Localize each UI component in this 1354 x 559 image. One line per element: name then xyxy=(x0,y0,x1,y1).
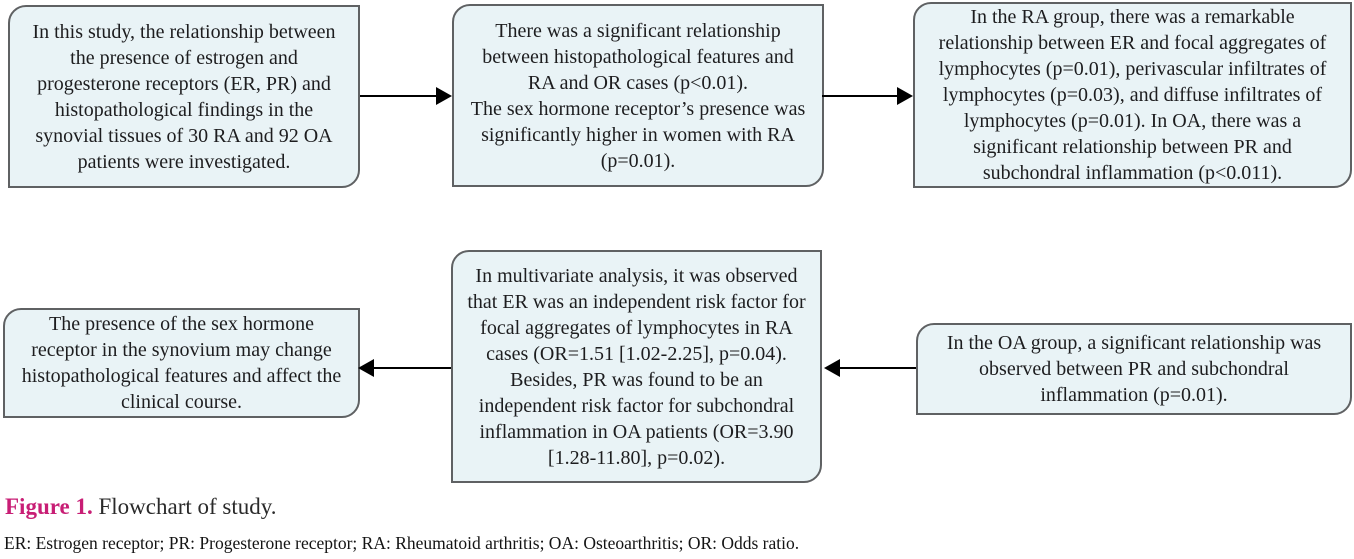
flowchart-box-text: In multivariate analysis, it was observe… xyxy=(467,264,806,469)
flowchart-box-multivariate-analysis: In multivariate analysis, it was observe… xyxy=(451,250,822,483)
arrow-head xyxy=(436,87,452,105)
flowchart-box-text: In the RA group, there was a remarkable … xyxy=(938,6,1327,184)
flowchart-box-oa-group-findings: In the OA group, a significant relations… xyxy=(916,323,1352,415)
flowchart-box-text: In this study, the relationship between … xyxy=(32,20,336,173)
flowchart-box-ra-group-findings: In the RA group, there was a remarkable … xyxy=(913,2,1352,188)
flowchart-box-text: In the OA group, a significant relations… xyxy=(946,332,1322,406)
arrow-shaft xyxy=(370,367,451,369)
flowchart-box-text: The sex hormone receptor’s presence was … xyxy=(470,97,806,172)
figure-footnote: ER: Estrogen receptor; PR: Progesterone … xyxy=(4,533,800,553)
flowchart-box-conclusion: The presence of the sex hormone receptor… xyxy=(3,308,360,418)
figure-caption: Figure 1. Flowchart of study. xyxy=(5,494,277,520)
flowchart-box-text: The presence of the sex hormone receptor… xyxy=(21,313,342,413)
figure-title: Flowchart of study. xyxy=(98,494,277,519)
arrow-shaft xyxy=(836,367,916,369)
arrow-shaft xyxy=(360,95,440,97)
flowchart-box-study-intro: In this study, the relationship between … xyxy=(8,5,360,188)
figure-label: Figure 1. xyxy=(5,494,93,519)
flowchart-box-histopathology-relationship: There was a significant relationship bet… xyxy=(452,4,824,187)
arrow-shaft xyxy=(822,95,901,97)
arrow-head xyxy=(358,359,374,377)
arrow-head xyxy=(824,359,840,377)
flowchart-box-text: There was a significant relationship bet… xyxy=(482,19,794,94)
arrow-head xyxy=(897,87,913,105)
